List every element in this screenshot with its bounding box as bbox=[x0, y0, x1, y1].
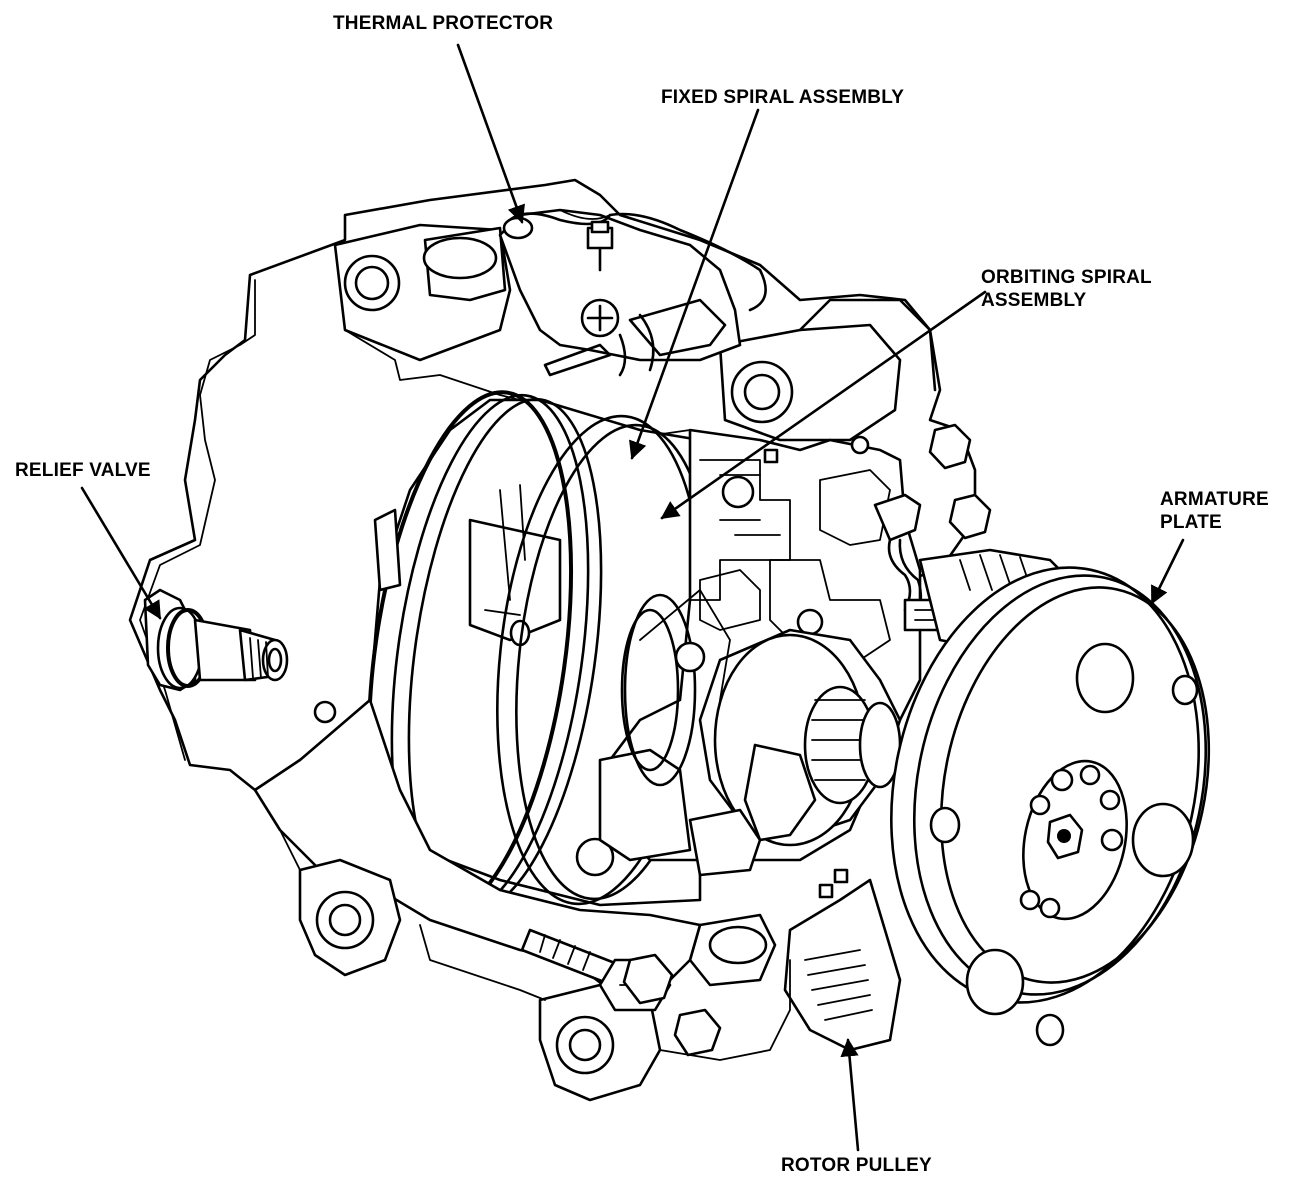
hex-bolts bbox=[622, 423, 992, 1057]
leader-lines bbox=[80, 43, 1185, 1152]
label-orbiting-spiral-line1: ORBITING SPIRAL bbox=[981, 267, 1152, 288]
top-right-boss bbox=[718, 298, 937, 442]
label-relief-valve: RELIEF VALVE bbox=[15, 460, 151, 481]
leader-thermal-protector bbox=[456, 43, 525, 224]
leader-relief-valve bbox=[80, 486, 162, 620]
armature-plate bbox=[890, 566, 1211, 1047]
label-fixed-spiral-assembly: FIXED SPIRAL ASSEMBLY bbox=[661, 87, 905, 108]
label-armature-line2: PLATE bbox=[1160, 512, 1222, 533]
hub-shaft bbox=[598, 589, 902, 877]
label-thermal-protector: THERMAL PROTECTOR bbox=[333, 13, 554, 34]
label-rotor-pulley: ROTOR PULLEY bbox=[781, 1155, 932, 1176]
leader-armature-plate bbox=[1150, 538, 1185, 605]
label-armature-line1: ARMATURE bbox=[1160, 489, 1269, 510]
clutch-connector bbox=[873, 493, 952, 632]
leader-fixed-spiral bbox=[629, 108, 760, 460]
leader-rotor-pulley bbox=[840, 1038, 860, 1152]
label-orbiting-spiral-line2: ASSEMBLY bbox=[981, 290, 1087, 311]
rotor-pulley bbox=[688, 878, 902, 1052]
lower-body bbox=[253, 698, 791, 1102]
leader-orbiting-spiral bbox=[660, 290, 987, 520]
top-left-boss bbox=[333, 223, 512, 362]
